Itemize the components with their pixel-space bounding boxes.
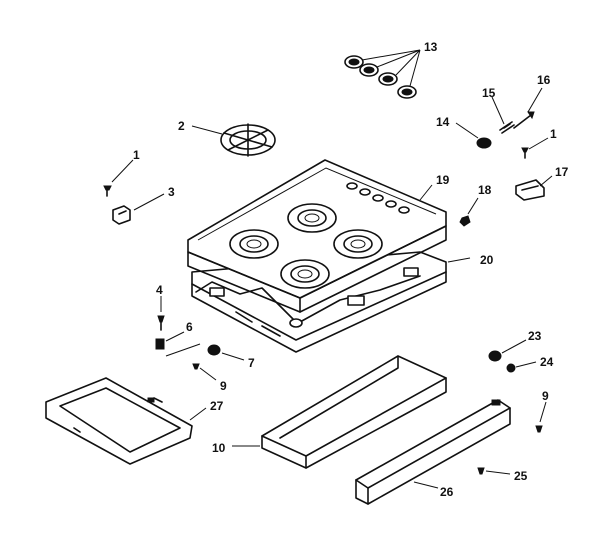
part-6-spacer [155,331,185,350]
callout-27: 27 [210,399,224,413]
callout-15: 15 [482,86,496,100]
part-17-clip [515,175,553,201]
callout-10: 10 [212,441,226,455]
callout-26: 26 [440,485,454,499]
callout-labels: 1 2 3 4 6 7 9 10 13 14 15 16 1 17 18 19 … [133,40,569,499]
callout-17: 17 [555,165,569,179]
callout-9-left: 9 [220,379,227,393]
callout-19: 19 [436,173,450,187]
part-25-screw [477,467,511,475]
callout-13: 13 [424,40,438,54]
callout-18: 18 [478,183,492,197]
part-2-grate [191,123,276,157]
part-13-knobs [344,49,421,99]
part-16-rod [513,87,543,129]
callout-20: 20 [480,253,494,267]
callout-1-left: 1 [133,148,140,162]
callout-1-right: 1 [550,127,557,141]
part-19-cooktop [187,159,447,313]
part-15-spring [491,96,515,134]
callout-16: 16 [537,73,551,87]
callout-4: 4 [156,283,163,297]
part-18-nut [459,197,479,227]
part-1-screw-left [103,159,134,197]
callout-3: 3 [168,185,175,199]
callout-25: 25 [514,469,528,483]
part-9-screw-right [535,401,547,433]
part-24-washer [506,361,537,373]
part-26-panel [355,399,511,505]
part-4-screw [157,296,165,331]
callout-14: 14 [436,115,450,129]
callout-7: 7 [248,356,255,370]
callout-6: 6 [186,320,193,334]
part-14-knob-insert [455,122,492,149]
callout-2: 2 [178,119,185,133]
part-23-knob [488,339,527,362]
part-10-tray [232,355,447,469]
callout-9-right: 9 [542,389,549,403]
callout-23: 23 [528,329,542,343]
part-9-screw-left [192,363,217,381]
part-7-grommet [207,344,245,361]
part-3-bracket [112,193,165,225]
callout-24: 24 [540,355,554,369]
part-27-frame [45,377,207,465]
part-1-screw-right [521,137,549,159]
